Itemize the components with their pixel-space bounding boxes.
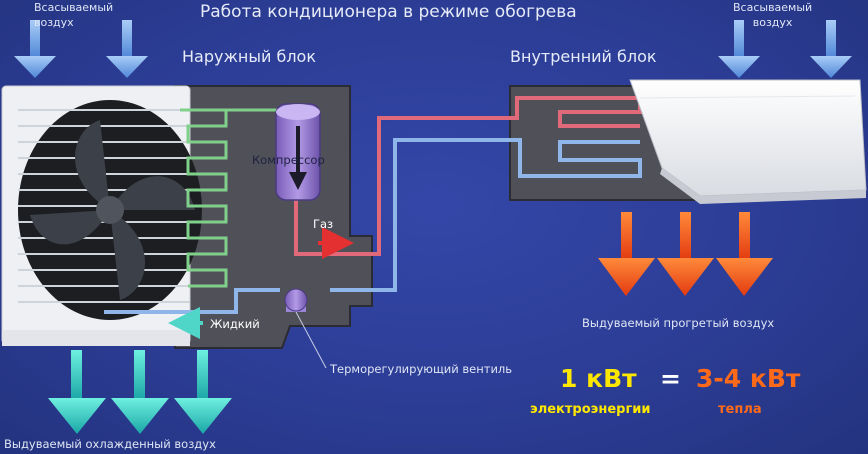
cool-air-arrow-1 xyxy=(48,350,106,434)
equals-sign: = xyxy=(660,364,681,393)
liquid-label: Жидкий xyxy=(210,317,260,331)
warm-air-arrow-1 xyxy=(598,212,655,296)
gas-label: Газ xyxy=(313,217,334,231)
intake-arrow-left-1 xyxy=(14,20,56,78)
intake-label-left-line2: воздух xyxy=(34,16,74,29)
intake-arrow-right-2 xyxy=(810,20,852,78)
outdoor-coil xyxy=(180,108,228,288)
cool-air-arrow-3 xyxy=(174,350,232,434)
intake-label-left-line1: Всасываемый xyxy=(34,1,114,14)
diagram-title: Работа кондиционера в режиме обогрева xyxy=(200,2,577,22)
indoor-unit-label: Внутренний блок xyxy=(510,47,657,66)
compressor-label: Компрессор xyxy=(252,153,325,167)
warm-air-label: Выдуваемый прогретый воздух xyxy=(582,316,775,330)
power-input-caption: электроэнергии xyxy=(530,402,651,417)
compressor xyxy=(275,103,321,201)
intake-label-right-line1: Всасываемый xyxy=(733,1,813,14)
cool-air-label: Выдуваемый охлажденный воздух xyxy=(4,437,216,451)
indoor-unit-casing xyxy=(629,79,867,204)
intake-label-left: Всасываемый воздух xyxy=(34,0,113,30)
intake-label-right-line2: воздух xyxy=(752,16,793,29)
expansion-valve xyxy=(284,288,327,369)
heat-output-value: 3-4 кВт xyxy=(696,364,801,393)
intake-arrow-left-2 xyxy=(106,20,148,78)
outdoor-unit-label: Наружный блок xyxy=(182,47,316,66)
warm-air-arrow-3 xyxy=(716,212,773,296)
warm-air-arrow-2 xyxy=(657,212,714,296)
outdoor-unit-panel xyxy=(174,85,373,349)
intake-label-right: Всасываемый воздух xyxy=(733,0,812,30)
liquid-pipe xyxy=(330,138,642,292)
intake-arrow-right-1 xyxy=(718,20,760,78)
valve-label: Терморегулирующий вентиль xyxy=(330,362,513,376)
outdoor-fan xyxy=(18,100,202,320)
heat-output-caption: тепла xyxy=(718,402,762,417)
power-input-value: 1 кВт xyxy=(560,364,637,393)
hot-gas-pipe xyxy=(294,96,640,256)
cool-air-arrow-2 xyxy=(111,350,169,434)
